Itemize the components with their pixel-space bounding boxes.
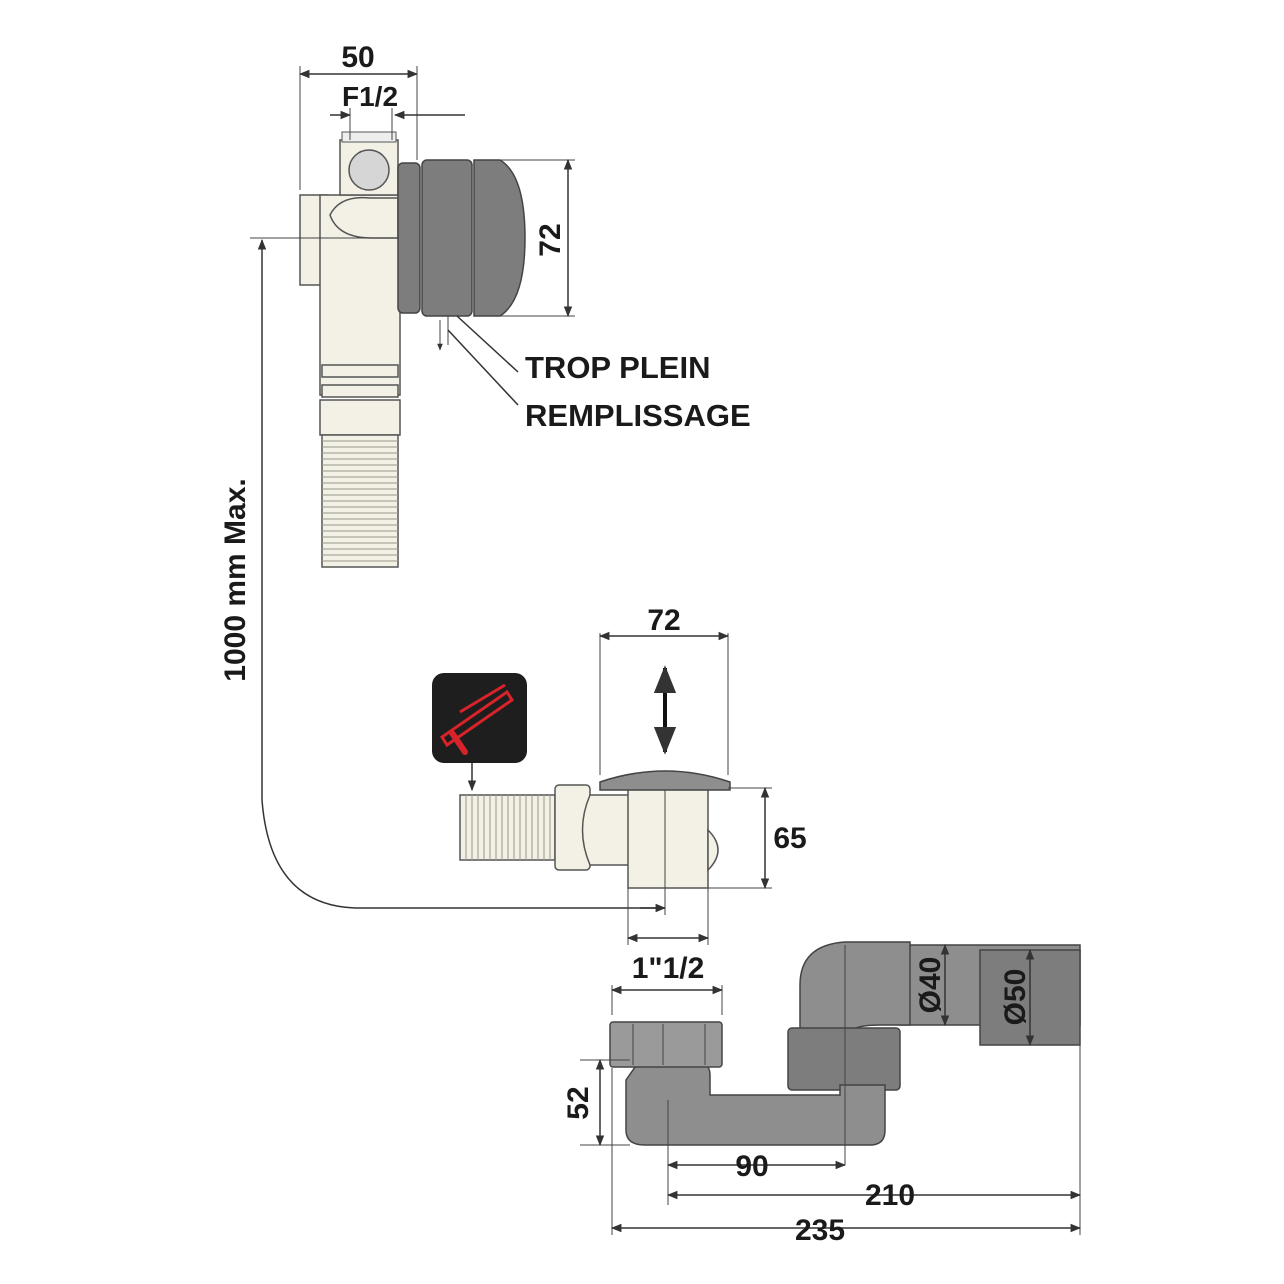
- plug-height-label: 65: [773, 822, 806, 855]
- hacksaw-icon: [432, 673, 527, 792]
- overflow-assembly: [299, 131, 526, 568]
- trap-height-label: 52: [562, 1086, 595, 1119]
- inlet-hose-ribs: [465, 795, 551, 860]
- top-width-label: 50: [341, 41, 374, 74]
- cable-path: [257, 238, 667, 913]
- plug-width-label: 72: [647, 604, 680, 637]
- plug-dimensions: [598, 631, 772, 945]
- cable-length-label: 1000 mm Max.: [219, 478, 252, 681]
- top-height-label: 72: [534, 223, 567, 256]
- plug-assembly: [459, 770, 731, 915]
- trap-dia-40-label: Ø40: [914, 957, 947, 1014]
- corrugated-hose-ribs: [322, 440, 398, 562]
- remplissage-label: REMPLISSAGE: [525, 398, 751, 433]
- trap-90-label: 90: [735, 1150, 768, 1183]
- trop-plein-label: TROP PLEIN: [525, 350, 710, 385]
- trap-dimensions: [580, 943, 1082, 1235]
- outlet-thread-label: 1"1/2: [632, 952, 705, 985]
- top-thread-label: F1/2: [342, 81, 398, 112]
- trap-235-label: 235: [795, 1214, 845, 1247]
- trap-dia-50-label: Ø50: [999, 969, 1032, 1026]
- trap-210-label: 210: [865, 1179, 915, 1212]
- top-dimensions: [250, 66, 575, 406]
